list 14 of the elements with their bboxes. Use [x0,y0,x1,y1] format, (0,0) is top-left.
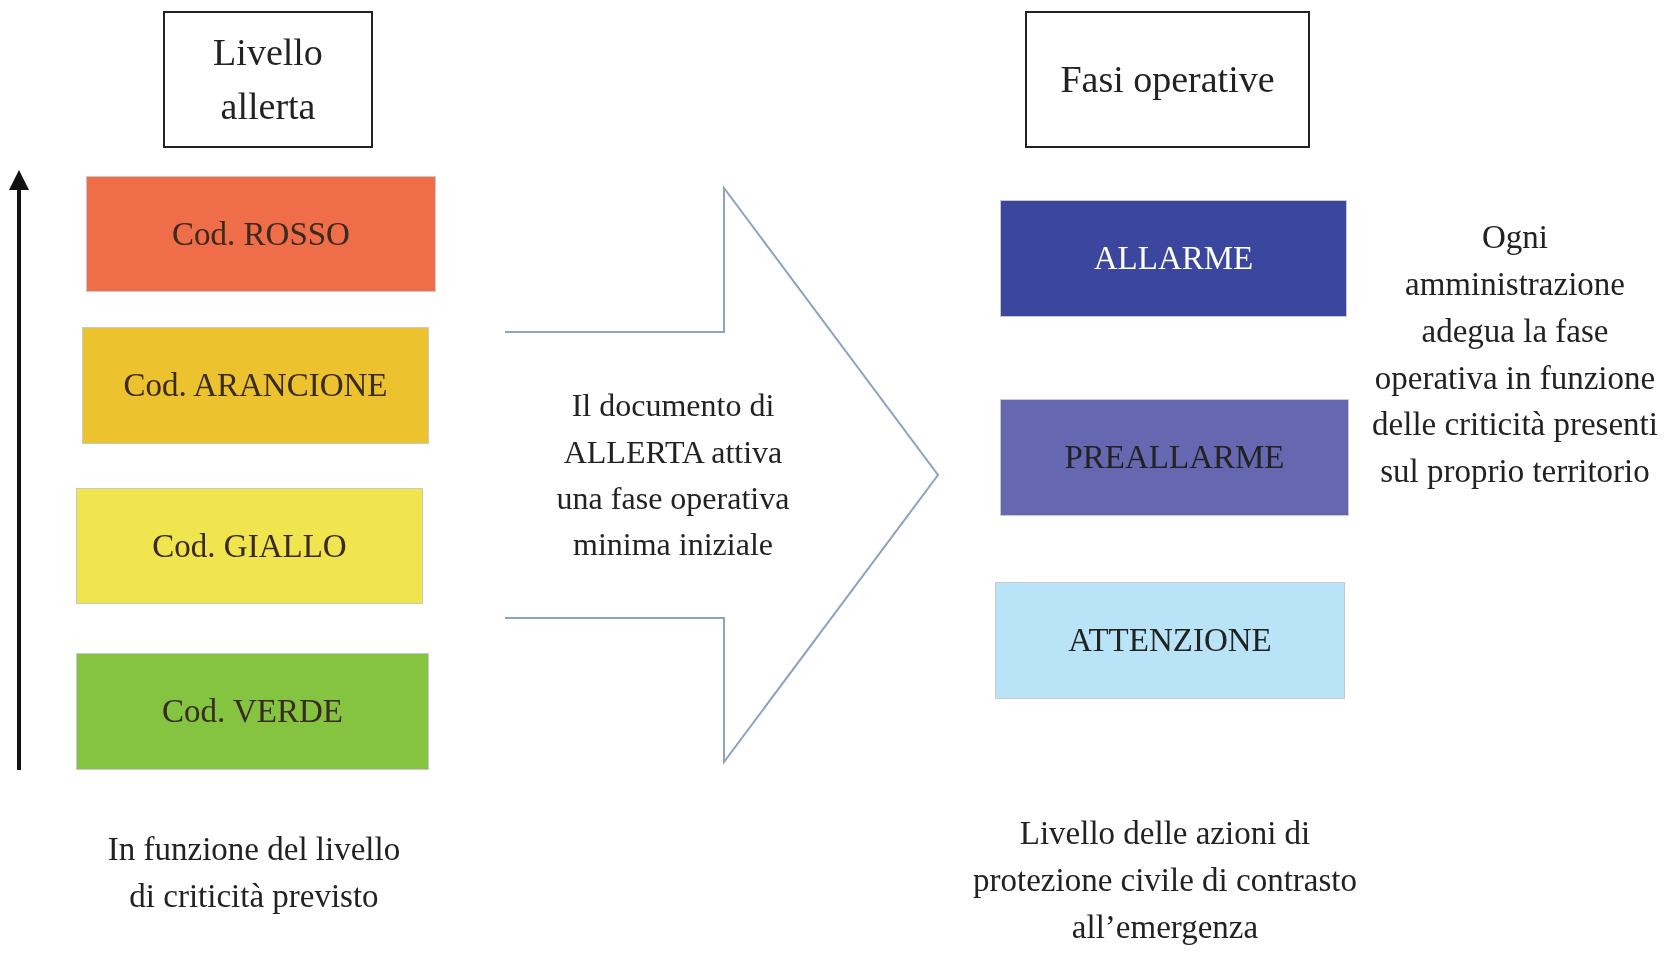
note-text: In funzione del livello di criticità previsto [106,830,402,916]
phase-box: ALLARME [1000,200,1347,317]
block-arrow [505,188,941,762]
arrow-text: Il documento di ALLERTA attiva una fase operativa minima iniziale [555,386,791,565]
note-text: Ogni amministrazione adegua la fase operativa in funzione delle criticità presenti sul proprio territorio [1371,218,1659,492]
header-box: Fasi operative [1025,11,1310,148]
phase-box: ATTENZIONE [995,582,1345,699]
alert-level-box: Cod. VERDE [76,653,429,770]
note-text: Livello delle azioni di protezione civile di contrasto all’emergenza [972,814,1358,947]
alert-level-box: Cod. ROSSO [86,176,436,292]
alert-level-box: Cod. GIALLO [76,488,423,604]
phase-box: PREALLARME [1000,399,1349,516]
header-box: Livello allerta [163,11,373,148]
alert-level-box: Cod. ARANCIONE [82,327,429,444]
